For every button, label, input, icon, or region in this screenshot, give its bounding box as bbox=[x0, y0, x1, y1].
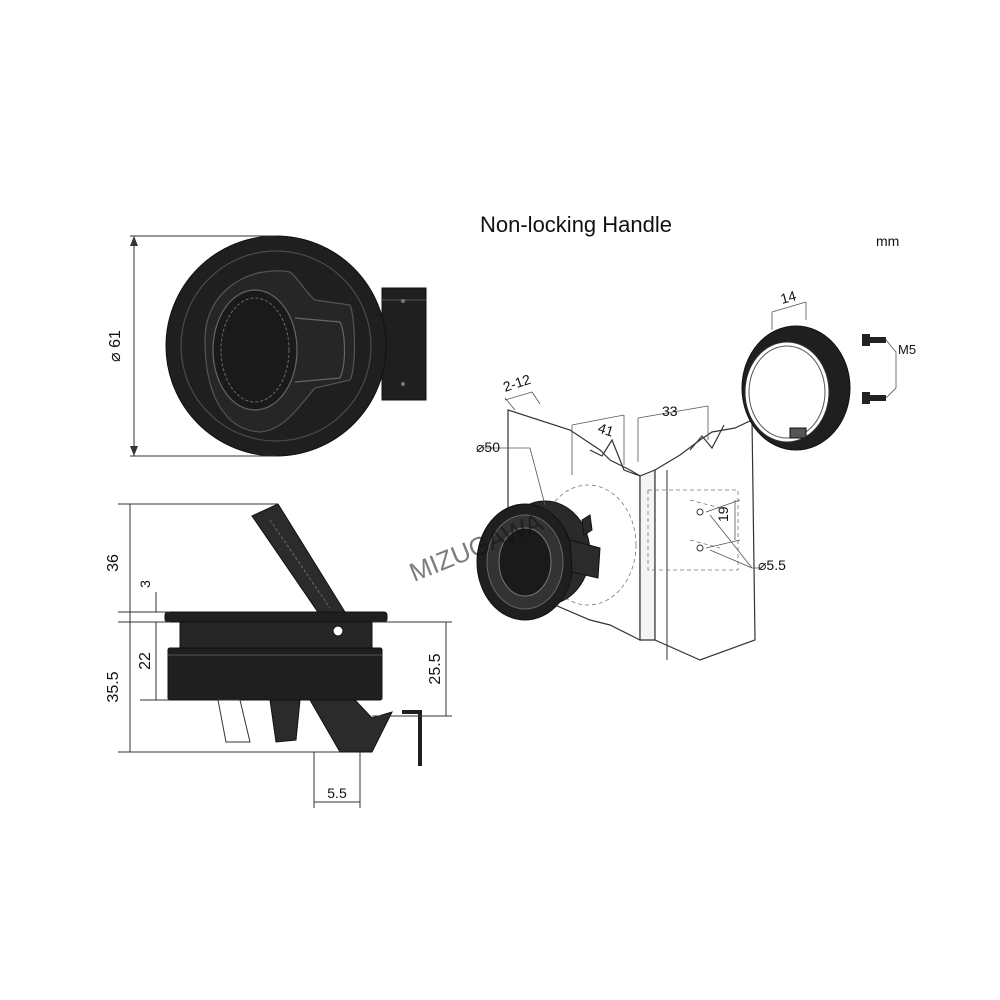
dim-19: 19 bbox=[715, 506, 731, 522]
dim-35-5: 35.5 bbox=[105, 671, 122, 702]
iso-handle-cup bbox=[476, 500, 601, 621]
dim-25-5: 25.5 bbox=[427, 653, 444, 684]
dim-2-12: 2-12 bbox=[501, 371, 533, 395]
iso-panel-rear bbox=[654, 419, 756, 661]
top-view-bracket bbox=[381, 287, 427, 401]
dim-36: 36 bbox=[105, 554, 122, 572]
unit-label: mm bbox=[876, 233, 900, 249]
dim-33: 33 bbox=[662, 403, 678, 419]
side-view-handle bbox=[251, 503, 346, 619]
dim-m5: M5 bbox=[898, 342, 916, 357]
dim-diameter-61: ⌀ 61 bbox=[107, 330, 124, 362]
top-view: ⌀ 61 bbox=[107, 235, 427, 457]
side-view-flange bbox=[164, 611, 388, 623]
dim-hole-5-5: ⌀5.5 bbox=[758, 557, 786, 573]
iso-screws bbox=[862, 334, 897, 404]
dim-hole-50: ⌀50 bbox=[476, 439, 500, 455]
dim-5-5-bottom: 5.5 bbox=[327, 785, 347, 801]
dim-3: 3 bbox=[137, 580, 153, 588]
iso-ring bbox=[741, 325, 851, 451]
dim-14: 14 bbox=[779, 287, 798, 307]
side-view-body bbox=[167, 647, 383, 701]
dim-22: 22 bbox=[137, 652, 154, 670]
diagram-title: Non-locking Handle bbox=[480, 212, 672, 237]
side-view-latch bbox=[309, 699, 393, 753]
top-view-grip bbox=[212, 289, 298, 411]
isometric-view: 2-12 ⌀50 41 33 19 ⌀5.5 14 M5 MIZUGAWA bbox=[405, 287, 916, 661]
dim-41: 41 bbox=[596, 420, 616, 440]
side-view: 36 3 22 35.5 25.5 5.5 bbox=[105, 503, 452, 808]
